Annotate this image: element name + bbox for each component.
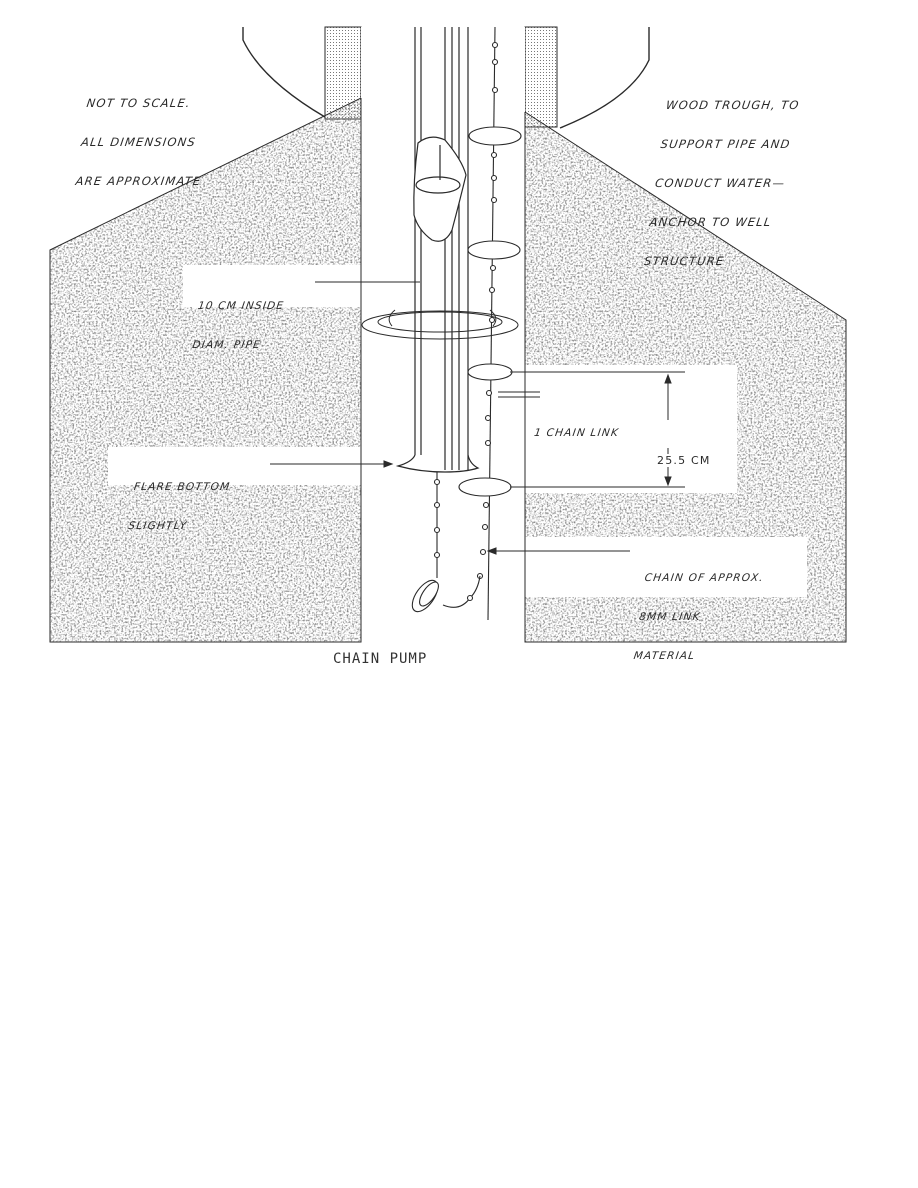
figure-caption: CHAIN PUMP: [333, 651, 428, 667]
pipe-note-line: DIAM. PIPE: [191, 339, 262, 351]
trough-note-line: STRUCTURE: [643, 254, 726, 268]
flare-note: FLARE BOTTOM SLIGHTLY: [126, 455, 235, 546]
chain-label-panel: [525, 537, 807, 597]
pipe-note: 10 CM INSIDE DIAM. PIPE: [190, 274, 289, 365]
well-shaft: [361, 27, 525, 642]
pipe-cutaway: [413, 136, 467, 242]
chain-note: CHAIN OF APPROX. 8MM LINK MATERIAL: [631, 546, 768, 676]
spacing-dimension: 25.5 CM: [655, 428, 713, 480]
soil-left: [50, 98, 361, 642]
riser-pipe: [395, 27, 480, 473]
chain-descending: [411, 472, 481, 613]
spacing-dimension-text: 25.5 CM: [655, 454, 713, 467]
chain-disc: [467, 363, 513, 381]
trough-curve-right: [559, 27, 650, 129]
pipe-label-panel: [183, 265, 361, 307]
scale-note: NOT TO SCALE. ALL DIMENSIONS ARE APPROXI…: [73, 71, 217, 201]
chain-disc: [468, 126, 522, 146]
chain-link-text: 1 CHAIN LINK: [533, 427, 620, 439]
trough-note-line: SUPPORT PIPE AND: [659, 137, 792, 151]
flare-note-line: FLARE BOTTOM: [133, 481, 232, 493]
flare-note-line: SLIGHTLY: [127, 520, 189, 532]
trough-note-line: CONDUCT WATER—: [654, 176, 787, 190]
chain-pump-diagram: [49, 26, 847, 643]
chain-note-line: 8MM LINK: [638, 611, 702, 623]
trough-note-line: ANCHOR TO WELL: [648, 215, 773, 229]
trough-note-line: WOOD TROUGH, TO: [665, 98, 801, 112]
scale-note-line: ARE APPROXIMATE: [74, 174, 203, 188]
flare-label-panel: [108, 447, 361, 485]
chain-disc: [458, 477, 512, 497]
trough-curve-left: [242, 27, 326, 118]
scale-note-line: NOT TO SCALE.: [85, 96, 192, 110]
chain-note-line: MATERIAL: [632, 650, 697, 662]
leader-lines: [270, 281, 685, 555]
dimension-label-panel: [525, 365, 737, 493]
well-wall-right: [524, 26, 558, 128]
chain-disc: [467, 240, 521, 260]
pipe-note-line: 10 CM INSIDE: [197, 300, 286, 312]
chain-note-line: CHAIN OF APPROX.: [643, 572, 765, 584]
scale-note-line: ALL DIMENSIONS: [80, 135, 197, 149]
water-ripples: [361, 309, 519, 340]
chain-link-note: 1 CHAIN LINK: [531, 401, 623, 453]
